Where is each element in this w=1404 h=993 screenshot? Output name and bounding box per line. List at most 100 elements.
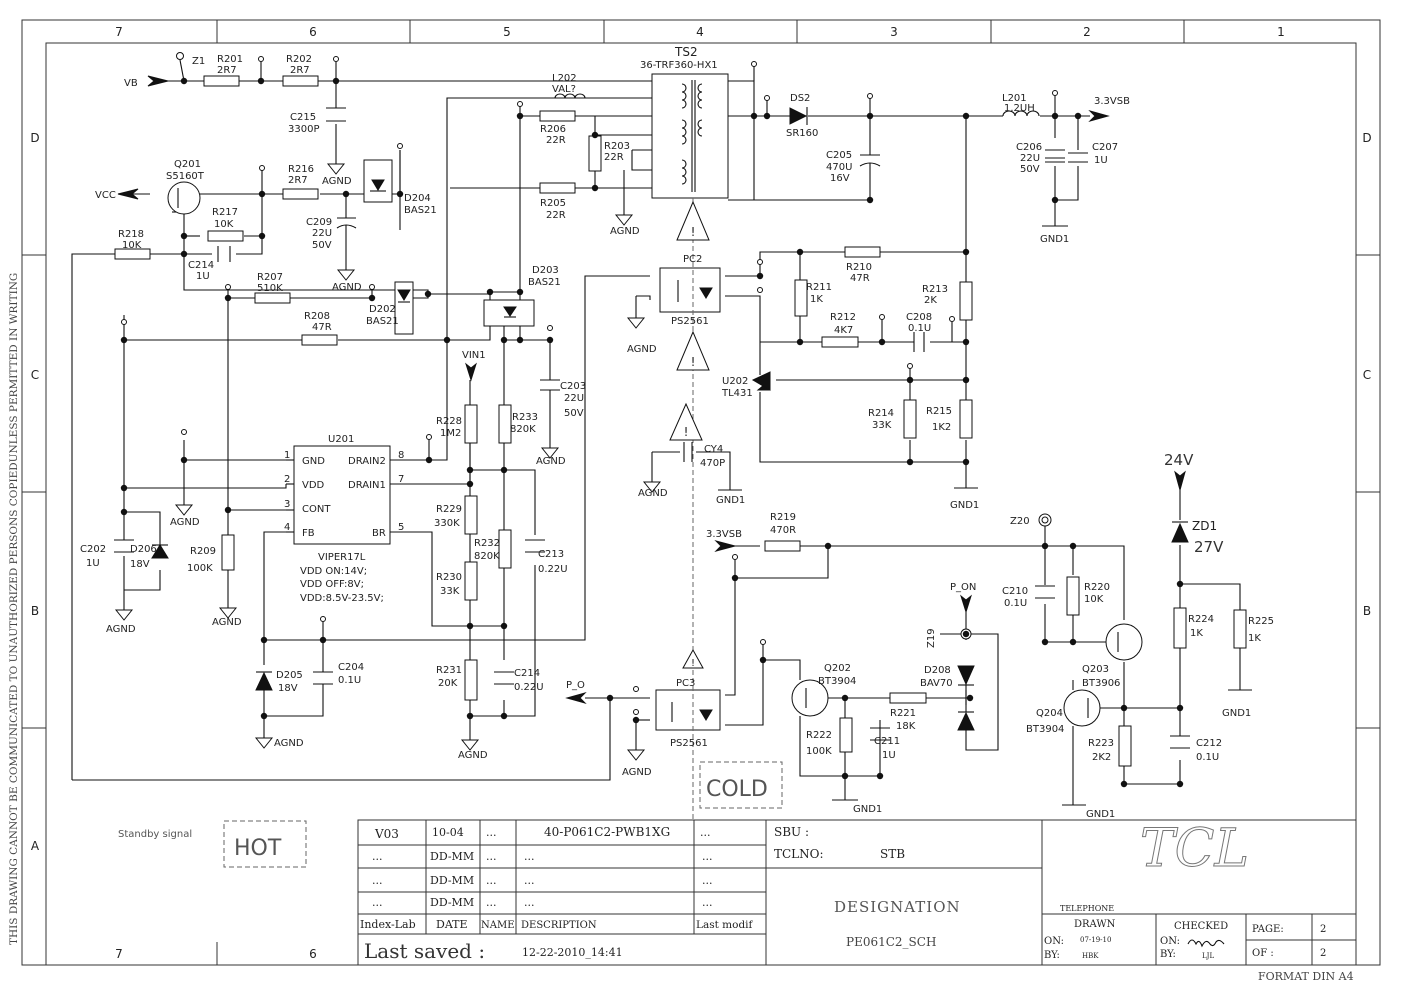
svg-text:33K: 33K [872, 420, 892, 431]
junction-dot [546, 336, 554, 344]
resistors [114, 75, 1247, 767]
of-value: 2 [1320, 948, 1326, 959]
junction-dot [500, 336, 508, 344]
gnd-label: GND1 [1040, 234, 1069, 245]
svg-text:PC3: PC3 [676, 678, 695, 689]
junction-dot [591, 131, 599, 139]
gnd-label: AGND [332, 282, 362, 293]
page-label: PAGE: [1252, 924, 1284, 935]
net-3v3vsb-out: 3.3VSB [1094, 96, 1130, 107]
svg-text:1U: 1U [196, 271, 210, 282]
svg-text:0.1U: 0.1U [1196, 752, 1219, 763]
svg-text:PS2561: PS2561 [671, 316, 709, 327]
junction-dot [1176, 780, 1184, 788]
junction-dot [906, 376, 914, 384]
last-saved-value: 12-22-2010_14:41 [522, 946, 623, 959]
junction-dot [180, 250, 188, 258]
junction-dot [224, 506, 232, 514]
junction-dot [332, 77, 340, 85]
transformer-ts2 [651, 73, 729, 199]
junction-dot [258, 190, 266, 198]
svg-text:820K: 820K [510, 424, 536, 435]
svg-text:2R7: 2R7 [217, 65, 237, 76]
svg-text:DS2: DS2 [790, 93, 810, 104]
svg-text:R203: R203 [604, 141, 630, 152]
col-label: 1 [1277, 25, 1285, 39]
gnd-label: GND1 [1222, 708, 1251, 719]
svg-text:R213: R213 [922, 284, 948, 295]
svg-text:SR160: SR160 [786, 128, 818, 139]
svg-text:1U: 1U [1094, 155, 1108, 166]
svg-text:4K7: 4K7 [834, 325, 853, 336]
svg-text:VDD:8.5V-23.5V;: VDD:8.5V-23.5V; [300, 593, 384, 604]
svg-text:DATE: DATE [436, 918, 468, 931]
svg-text:D203: D203 [532, 265, 559, 276]
svg-text:...: ... [372, 896, 383, 909]
svg-text:DRAIN1: DRAIN1 [348, 480, 386, 491]
junction-dot [876, 772, 884, 780]
svg-text:VDD ON:14V;: VDD ON:14V; [300, 566, 367, 577]
svg-text:...: ... [702, 896, 713, 909]
junction-dot [224, 294, 232, 302]
junction-dot [1041, 542, 1049, 550]
svg-text:BAS21: BAS21 [528, 277, 561, 288]
svg-text:0.22U: 0.22U [514, 682, 544, 693]
col-label: 6 [309, 25, 317, 39]
svg-text:100K: 100K [806, 746, 832, 757]
junction-dot [516, 336, 524, 344]
gnd-label: AGND [638, 488, 668, 499]
gnd-label: GND1 [853, 804, 882, 815]
svg-text:Q202: Q202 [824, 663, 851, 674]
svg-text:DD-MM: DD-MM [430, 896, 474, 909]
col-label: 7 [115, 25, 123, 39]
svg-text:10K: 10K [122, 240, 142, 251]
junction-dot [591, 184, 599, 192]
svg-text:0.1U: 0.1U [1004, 598, 1027, 609]
svg-text:0.1U: 0.1U [338, 675, 361, 686]
gnd-label: AGND [627, 344, 657, 355]
svg-text:R201: R201 [217, 54, 243, 65]
svg-text:R222: R222 [806, 730, 832, 741]
svg-text:1K: 1K [1190, 628, 1203, 639]
telephone-label: TELEPHONE [1060, 904, 1114, 913]
svg-text:VIPER17L: VIPER17L [318, 552, 366, 563]
net-vcc: VCC [95, 190, 116, 201]
row-label: D [30, 131, 39, 145]
junction-dot [1069, 638, 1077, 646]
junction-dot [500, 712, 508, 720]
junction-dot [260, 712, 268, 720]
ground-symbols [114, 163, 1252, 806]
svg-text:!: ! [684, 425, 689, 439]
net-3v3vsb-in: 3.3VSB [706, 529, 742, 540]
gnd-label: AGND [536, 456, 566, 467]
port-arrows [117, 75, 1186, 704]
gnd-label: AGND [212, 617, 242, 628]
hot-label: HOT [234, 836, 282, 861]
junction-dot [756, 272, 764, 280]
svg-text:10K: 10K [1084, 594, 1104, 605]
svg-text:C214: C214 [514, 668, 540, 679]
svg-text:C213: C213 [538, 549, 564, 560]
svg-text:!: ! [691, 355, 696, 369]
junction-dot [962, 338, 970, 346]
svg-text:1: 1 [284, 450, 290, 461]
svg-text:22U: 22U [312, 228, 332, 239]
svg-text:R211: R211 [806, 282, 832, 293]
svg-text:C208: C208 [906, 312, 932, 323]
junction-dot [342, 190, 350, 198]
gnd-label: GND1 [716, 495, 745, 506]
svg-text:820K: 820K [474, 551, 500, 562]
svg-text:Q203: Q203 [1082, 664, 1109, 675]
svg-text:22R: 22R [546, 135, 566, 146]
row-label: C [1363, 368, 1371, 382]
svg-text:R225: R225 [1248, 616, 1274, 627]
svg-text:R221: R221 [890, 708, 916, 719]
junction-dot [180, 456, 188, 464]
svg-text:C210: C210 [1002, 586, 1028, 597]
svg-text:DRAIN2: DRAIN2 [348, 456, 386, 467]
svg-text:GND: GND [302, 456, 325, 467]
svg-text:D206: D206 [130, 544, 157, 555]
svg-text:ZD1: ZD1 [1192, 519, 1217, 533]
svg-text:L201: L201 [1002, 93, 1027, 104]
junction-dot [424, 290, 432, 298]
